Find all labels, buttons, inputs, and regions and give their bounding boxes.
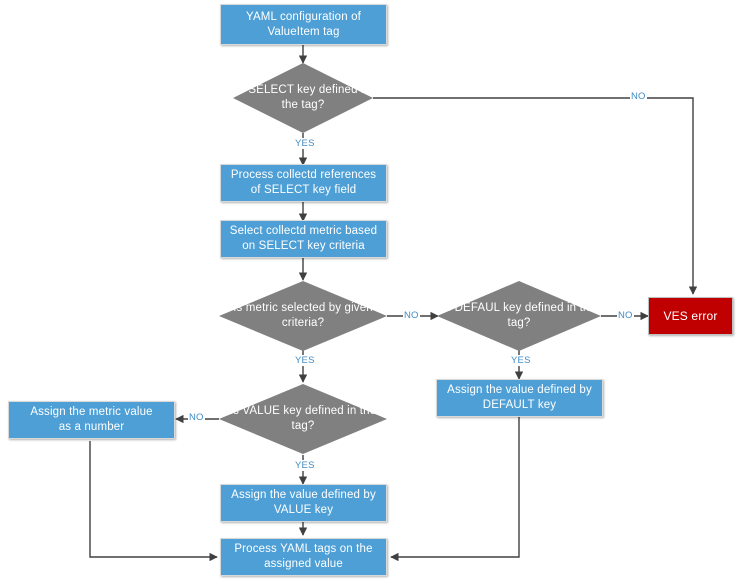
node-ves-error[interactable]: VES error bbox=[648, 297, 733, 335]
node-process-yaml-tags[interactable]: Process YAML tags on the assigned value bbox=[220, 538, 387, 576]
edge-select-no bbox=[373, 97, 698, 295]
node-select-metric-line1: Select collectd metric based bbox=[229, 225, 378, 237]
node-assign-default[interactable]: Assign the value defined by DEFAULT key bbox=[436, 379, 603, 417]
edge-label-select-yes: YES bbox=[294, 138, 316, 149]
edge-label-value-no: NO bbox=[188, 412, 205, 423]
edge-label-value-yes: YES bbox=[294, 460, 316, 471]
diamond-shape bbox=[219, 281, 387, 351]
node-start-line2: ValueItem tag bbox=[267, 25, 340, 38]
node-assign-metric-number-line2: as a number bbox=[58, 421, 125, 433]
edge-label-select-no: NO bbox=[630, 91, 647, 102]
node-assign-default-line1: Assign the value defined by bbox=[447, 384, 592, 396]
edge-number-to-process bbox=[89, 441, 218, 562]
node-default-key-decision[interactable]: Is DEFAUL key defined in the tag? bbox=[437, 281, 601, 351]
node-process-references-line2: of SELECT key field bbox=[250, 184, 357, 196]
node-assign-metric-number-line1: Assign the metric value bbox=[30, 406, 153, 418]
node-process-references-line1: Process collectd references bbox=[230, 169, 377, 181]
node-assign-value-line2: VALUE key bbox=[273, 504, 334, 516]
node-assign-value[interactable]: Assign the value defined by VALUE key bbox=[220, 484, 387, 522]
edge-label-metric-no: NO bbox=[403, 310, 420, 321]
diamond-shape bbox=[233, 63, 373, 133]
node-select-metric[interactable]: Select collectd metric based on SELECT k… bbox=[220, 220, 387, 258]
node-start-line1: YAML configuration of bbox=[245, 10, 362, 23]
diamond-shape bbox=[219, 384, 387, 454]
node-metric-selected-decision[interactable]: Is metric selected by given criteria? bbox=[219, 281, 387, 351]
edge-label-metric-yes: YES bbox=[294, 355, 316, 366]
edge-label-default-no: NO bbox=[617, 310, 634, 321]
node-process-references[interactable]: Process collectd references of SELECT ke… bbox=[220, 164, 387, 202]
edge-default-to-process bbox=[390, 416, 520, 562]
node-start[interactable]: YAML configuration of ValueItem tag bbox=[220, 4, 387, 45]
node-assign-value-line1: Assign the value defined by bbox=[231, 489, 376, 501]
node-process-yaml-tags-line1: Process YAML tags on the bbox=[234, 543, 373, 555]
node-select-key-decision[interactable]: Is SELECT key defined in the tag? bbox=[233, 63, 373, 133]
node-value-key-decision[interactable]: Is VALUE key defined in the tag? bbox=[219, 384, 387, 454]
node-assign-default-line2: DEFAULT key bbox=[482, 399, 557, 411]
node-process-yaml-tags-line2: assigned value bbox=[264, 558, 343, 570]
edge-label-default-yes: YES bbox=[510, 355, 532, 366]
node-assign-metric-number[interactable]: Assign the metric value as a number bbox=[8, 401, 175, 439]
node-ves-error-line1: VES error bbox=[663, 308, 718, 323]
diamond-shape bbox=[437, 281, 601, 351]
node-select-metric-line2: on SELECT key criteria bbox=[242, 240, 365, 252]
